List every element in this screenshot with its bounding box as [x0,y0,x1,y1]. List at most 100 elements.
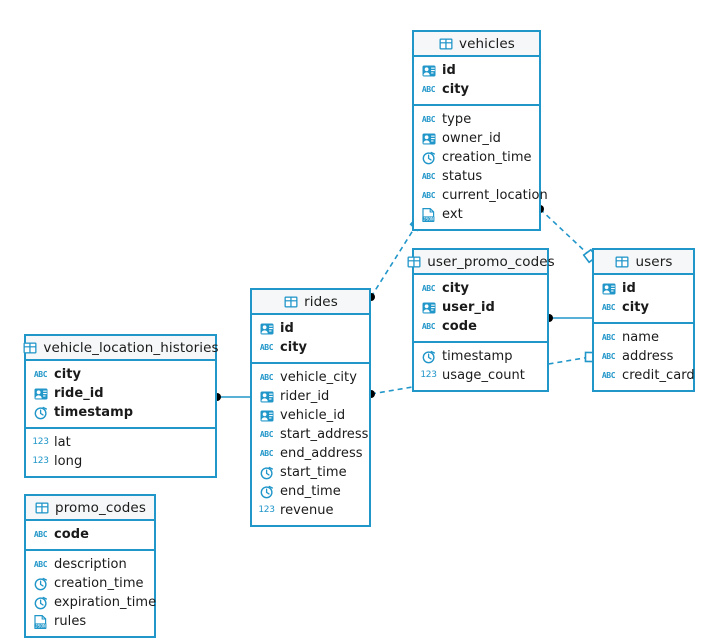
table-header-promo_codes[interactable]: promo_codes [26,496,154,521]
column-name-vehicles-status: status [442,169,483,184]
id-badge-icon [259,321,274,336]
clock-icon [33,405,48,420]
column-name-user_promo_codes-usage_count: usage_count [442,368,525,383]
123-number-icon: 123 [420,370,437,380]
table-title-users: users [635,253,673,270]
column-row-vehicles-id[interactable]: id [414,61,539,80]
column-name-vehicle_location_histories-ride_id: ride_id [54,386,104,401]
table-title-promo_codes: promo_codes [55,499,146,516]
abc-string-icon: ABC [601,332,616,342]
relationship-rel-upc-users[interactable] [545,314,592,322]
column-name-users-address: address [622,349,674,364]
json-file-icon: JSON [421,207,436,222]
column-row-user_promo_codes-timestamp[interactable]: timestamp [414,347,547,366]
column-row-user_promo_codes-usage_count[interactable]: 123 usage_count [414,366,547,385]
table-header-users[interactable]: users [594,250,693,275]
column-name-user_promo_codes-timestamp: timestamp [442,349,513,364]
table-icon [438,36,453,51]
column-row-vehicles-owner_id[interactable]: owner_id [414,129,539,148]
column-row-user_promo_codes-user_id[interactable]: user_id [414,298,547,317]
column-name-rides-rider_id: rider_id [280,389,330,404]
column-row-rides-start_time[interactable]: start_time [252,463,369,482]
table-header-rides[interactable]: rides [252,290,369,315]
table-header-vehicle_location_histories[interactable]: vehicle_location_histories [23,336,219,361]
column-row-user_promo_codes-code[interactable]: ABC code [414,317,547,336]
clock-icon [259,465,274,480]
column-row-users-name[interactable]: ABC name [594,328,693,347]
column-name-rides-end_time: end_time [280,484,341,499]
column-name-promo_codes-expiration_time: expiration_time [54,595,157,610]
abc-string-icon: ABC [421,321,436,331]
column-row-vehicle_location_histories-ride_id[interactable]: ride_id [26,384,215,403]
column-row-rides-id[interactable]: id [252,319,369,338]
abc-string-icon: ABC [33,369,48,379]
json-file-icon: JSON [33,614,48,629]
column-name-rides-end_address: end_address [280,446,363,461]
id-badge-icon [421,131,436,146]
column-name-vehicles-id: id [442,63,456,78]
column-name-user_promo_codes-user_id: user_id [442,300,495,315]
column-name-user_promo_codes-code: code [442,319,477,334]
id-badge-icon [33,386,48,401]
relationship-rel-vlh-rides[interactable] [213,393,250,401]
column-row-rides-vehicle_id[interactable]: vehicle_id [252,406,369,425]
table-header-vehicles[interactable]: vehicles [414,32,539,57]
table-title-vehicle_location_histories: vehicle_location_histories [43,339,219,356]
column-row-promo_codes-rules[interactable]: JSON rules [26,612,154,631]
table-icon [34,500,49,515]
column-name-vehicle_location_histories-timestamp: timestamp [54,405,134,420]
column-row-users-id[interactable]: id [594,279,693,298]
abc-string-icon: ABC [259,342,274,352]
column-name-rides-id: id [280,321,294,336]
table-header-user_promo_codes[interactable]: user_promo_codes [407,250,555,275]
column-row-promo_codes-creation_time[interactable]: creation_time [26,574,154,593]
column-name-users-name: name [622,330,660,345]
abc-string-icon: ABC [601,370,616,380]
column-row-promo_codes-expiration_time[interactable]: expiration_time [26,593,157,612]
abc-string-icon: ABC [601,302,616,312]
123-number-icon: 123 [32,437,49,447]
column-name-promo_codes-rules: rules [54,614,87,629]
column-name-rides-revenue: revenue [280,503,334,518]
table-icon [615,254,630,269]
column-row-rides-rider_id[interactable]: rider_id [252,387,369,406]
column-row-vehicle_location_histories-timestamp[interactable]: timestamp [26,403,215,422]
column-row-rides-end_time[interactable]: end_time [252,482,369,501]
column-row-vehicles-creation_time[interactable]: creation_time [414,148,539,167]
column-name-rides-vehicle_city: vehicle_city [280,370,357,385]
id-badge-icon [421,300,436,315]
svg-text:JSON: JSON [35,623,46,628]
column-name-promo_codes-creation_time: creation_time [54,576,144,591]
